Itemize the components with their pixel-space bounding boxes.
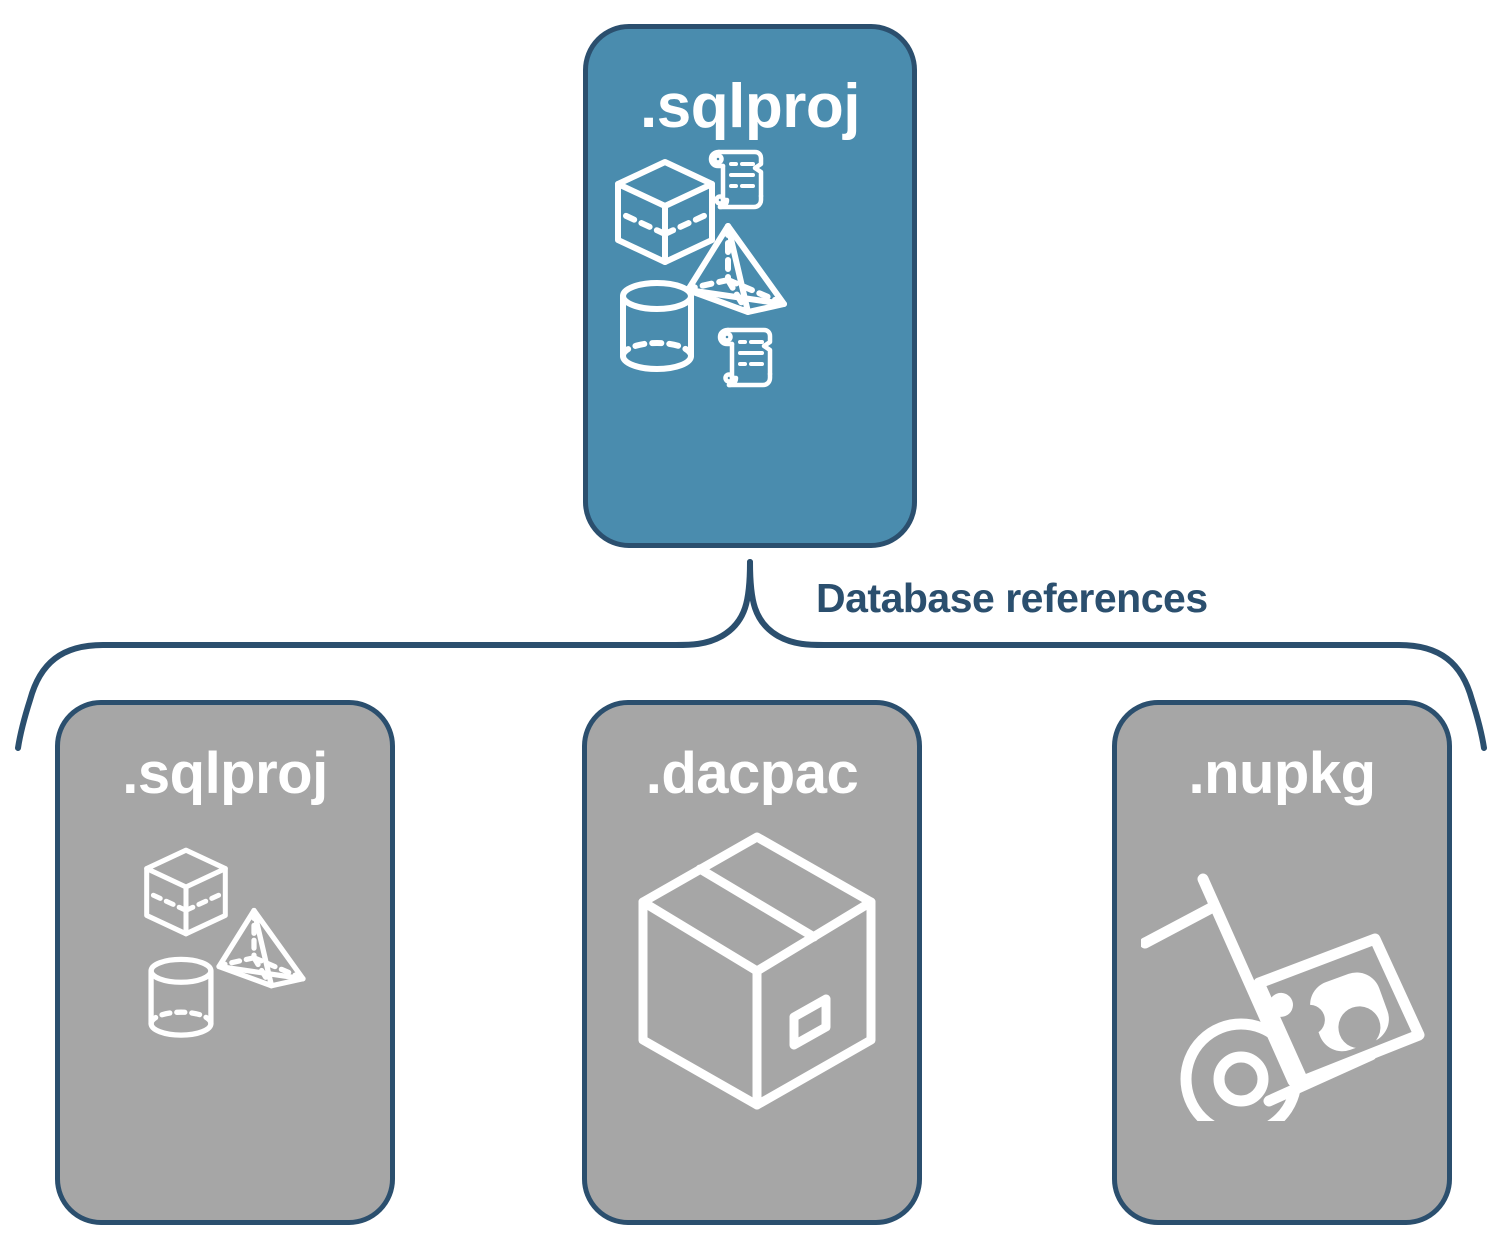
node-title: .sqlproj [122, 741, 328, 806]
node-title: .dacpac [645, 741, 859, 806]
wireframe-cube-icon [615, 159, 715, 265]
wireframe-cube-icon [144, 847, 228, 937]
node-artwork [60, 803, 390, 1220]
script-scroll-icon [708, 149, 764, 210]
node-artwork [1117, 803, 1447, 1220]
shipping-box-icon [638, 832, 876, 1110]
node-title: .nupkg [1188, 741, 1376, 806]
wireframe-pyramid-icon [216, 907, 306, 989]
wireframe-cylinder-icon [620, 280, 694, 372]
node-artwork [588, 138, 912, 543]
node-reference-dacpac[interactable]: .dacpac [582, 700, 922, 1225]
hand-truck-package-icon [1141, 873, 1425, 1121]
node-root-sqlproj[interactable]: .sqlproj [583, 24, 917, 548]
script-scroll-icon [717, 327, 773, 388]
node-title: .sqlproj [640, 72, 860, 141]
node-reference-sqlproj[interactable]: .sqlproj [55, 700, 395, 1225]
node-artwork [587, 803, 917, 1220]
wireframe-cylinder-icon [148, 956, 214, 1038]
node-reference-nupkg[interactable]: .nupkg [1112, 700, 1452, 1225]
connector-label: Database references [816, 575, 1208, 621]
wireframe-pyramid-icon [685, 223, 787, 315]
